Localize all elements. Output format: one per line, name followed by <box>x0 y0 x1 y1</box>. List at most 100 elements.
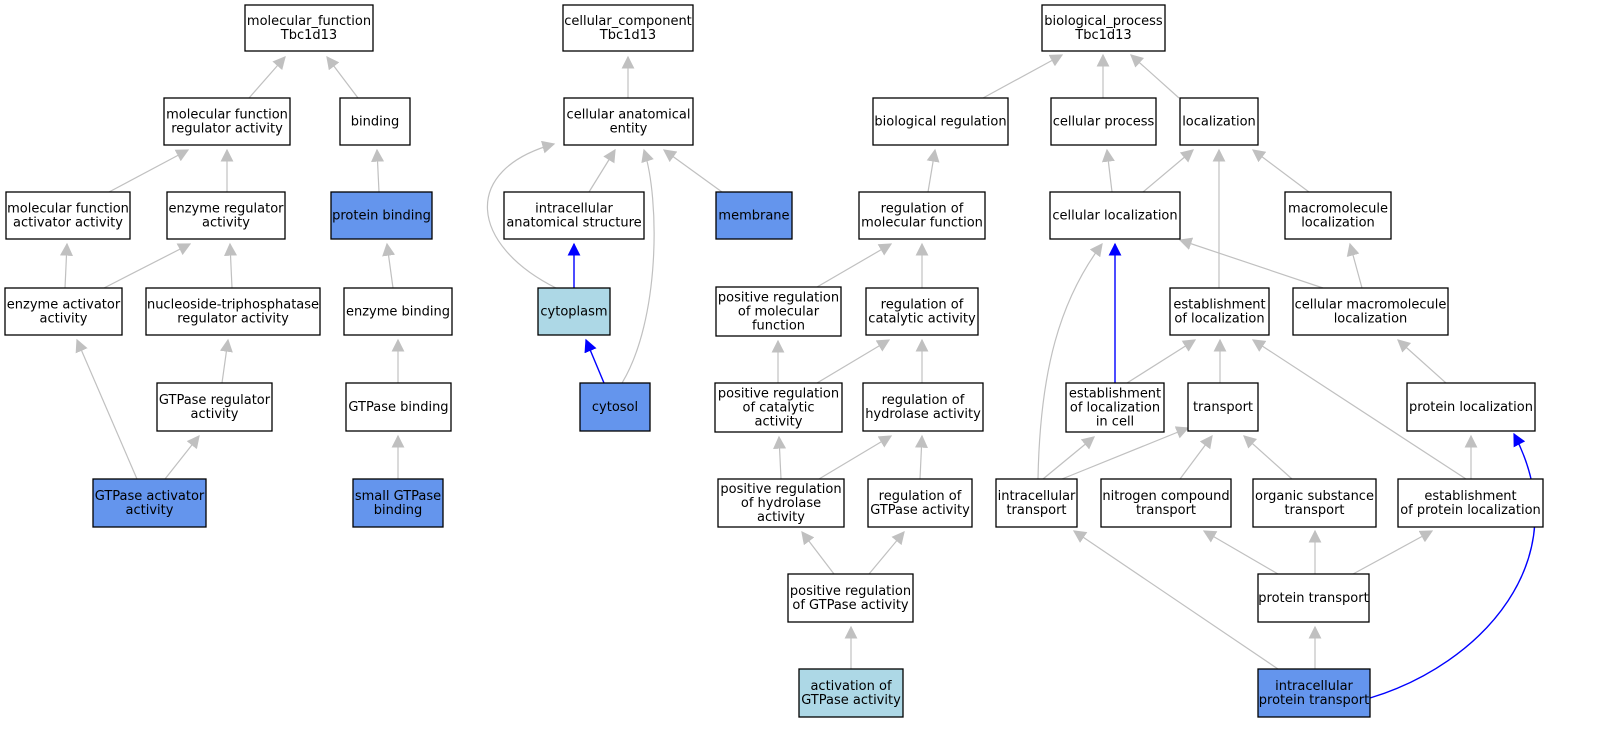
node-label-line: protein transport <box>1258 591 1368 606</box>
node-label-line: localization <box>1334 312 1408 327</box>
edge-prot_transport-to-est_prot_loc <box>1352 530 1434 575</box>
node-prot-transport[interactable]: protein transport <box>1257 573 1370 623</box>
node-loc[interactable]: localization <box>1179 97 1259 146</box>
node-prot-loc[interactable]: protein localization <box>1406 382 1536 432</box>
node-label-line: cellular anatomical <box>567 108 691 123</box>
node-label-line: activity <box>757 510 805 525</box>
edge-loc-to-bp_root <box>1130 54 1180 99</box>
node-box <box>166 191 286 240</box>
edge-ic_prot_transport-to-prot_loc <box>1369 432 1536 699</box>
node-label-line: positive regulation <box>718 387 839 402</box>
node-cytoplasm[interactable]: cytoplasm <box>537 287 611 336</box>
node-label-line: cellular_component <box>564 14 692 29</box>
node-label-line: of GTPase activity <box>792 598 909 613</box>
node-label-line: GTPase activator <box>95 489 205 504</box>
node-box <box>858 191 986 240</box>
edge-pos_reg_mf-to-reg_mf <box>816 243 893 288</box>
node-enz-bind[interactable]: enzyme binding <box>343 287 453 336</box>
node-transport[interactable]: transport <box>1187 382 1259 432</box>
edge-pos_reg_gtpase-to-pos_reg_hyd <box>801 530 835 575</box>
node-cytosol[interactable]: cytosol <box>579 382 651 432</box>
edge-cell_loc-to-loc <box>1142 149 1194 193</box>
node-membrane[interactable]: membrane <box>715 191 793 240</box>
node-label-line: activity <box>40 312 88 327</box>
node-label-line: anatomical structure <box>506 216 641 231</box>
node-box <box>1041 4 1166 52</box>
node-box <box>339 97 411 146</box>
node-box <box>1049 191 1181 240</box>
node-label-line: positive regulation <box>718 291 839 306</box>
node-box <box>563 97 694 146</box>
node-box <box>1257 573 1370 623</box>
node-box <box>715 191 793 240</box>
node-label-line: enzyme binding <box>346 305 450 320</box>
node-cell-loc[interactable]: cellular localization <box>1049 191 1181 240</box>
node-label-line: molecular_function <box>247 14 371 29</box>
node-binding[interactable]: binding <box>339 97 411 146</box>
node-gtpase-bind[interactable]: GTPase binding <box>345 382 452 432</box>
node-box <box>715 286 842 337</box>
node-prot-bind[interactable]: protein binding <box>330 191 433 240</box>
node-box <box>714 382 843 433</box>
node-label-line: transport <box>1284 503 1344 518</box>
node-label-line: activity <box>191 407 239 422</box>
edge-org_transport-to-transport <box>1243 435 1293 480</box>
node-bio-reg[interactable]: biological regulation <box>872 97 1009 146</box>
node-box <box>717 478 845 528</box>
node-label-line: Tbc1d13 <box>599 28 656 43</box>
node-label-line: of localization <box>1070 401 1160 416</box>
node-label-line: activator activity <box>13 216 123 231</box>
node-label-line: transport <box>1193 400 1253 415</box>
node-box <box>163 97 291 146</box>
node-box <box>503 191 645 240</box>
edge-ic_transport-to-transport <box>1061 426 1190 480</box>
node-label-line: establishment <box>1173 298 1265 313</box>
edge-pos_reg_gtpase-to-reg_gtpase <box>868 531 905 575</box>
node-label-line: activity <box>755 415 803 430</box>
edge-cell_macro_loc-to-macro_loc <box>1346 242 1363 289</box>
node-box <box>862 382 984 432</box>
node-box <box>1406 382 1536 432</box>
node-label-line: molecular function <box>166 108 288 123</box>
node-label-line: intracellular <box>535 202 613 217</box>
node-cell-proc[interactable]: cellular process <box>1050 97 1157 146</box>
node-label-line: enzyme activator <box>7 298 121 313</box>
node-label-line: macromolecule <box>1288 202 1388 217</box>
node-box <box>1050 97 1157 146</box>
edge-enz_act-to-mf_act <box>59 242 73 289</box>
node-label-line: cytoplasm <box>540 305 607 320</box>
edge-reg_mf-to-bio_reg <box>926 148 940 193</box>
node-label-line: binding <box>374 503 422 518</box>
